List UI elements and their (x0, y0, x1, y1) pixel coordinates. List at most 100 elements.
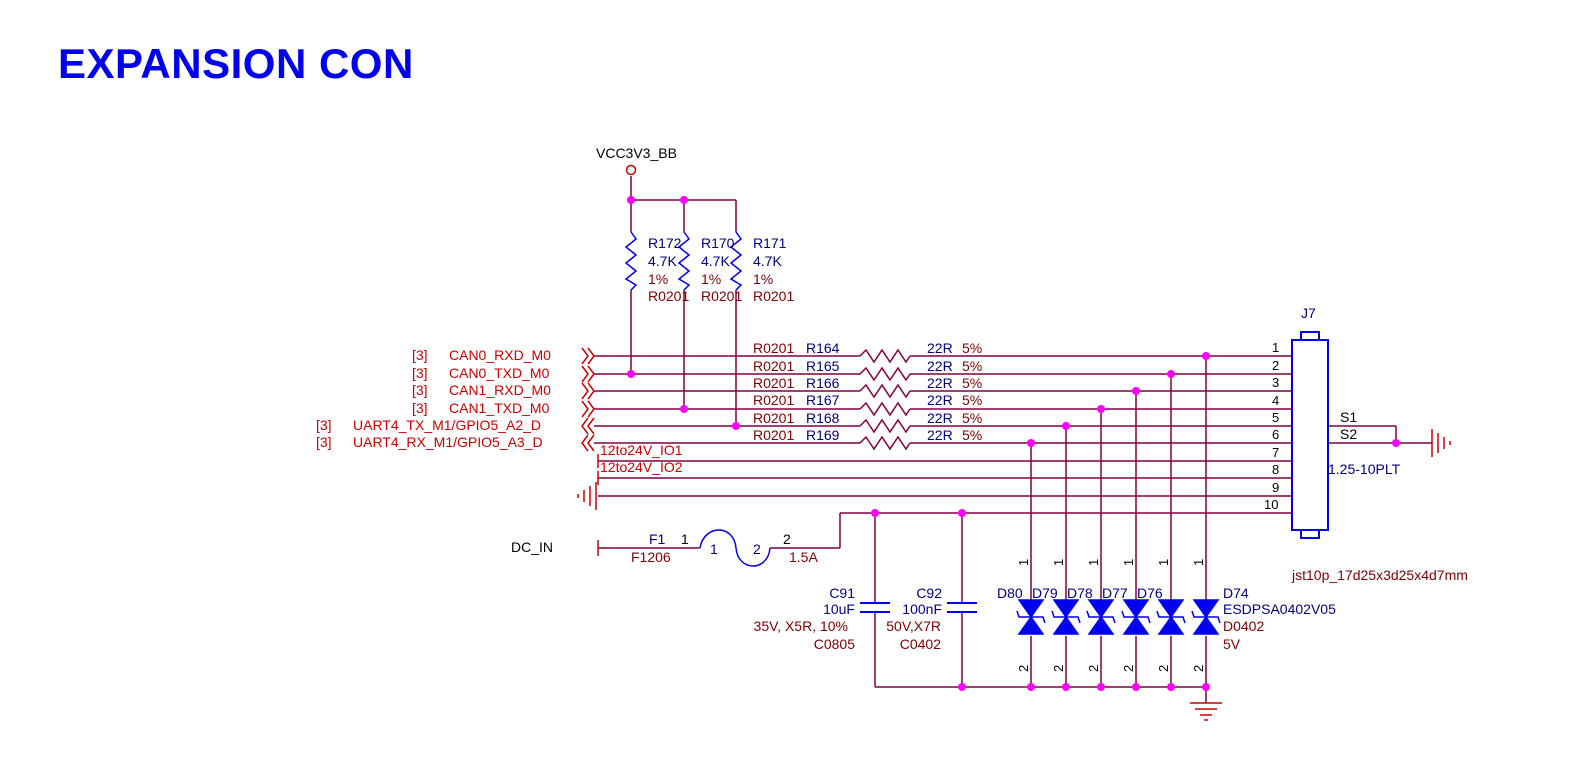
diode-ref: D80 (997, 585, 1023, 601)
pin-number: 8 (1272, 462, 1279, 477)
diode-pin: 1 (1051, 559, 1066, 566)
pin-number: 9 (1272, 480, 1279, 495)
pullup-value: 4.7K (648, 253, 677, 269)
res-ref: R167 (806, 392, 840, 408)
resistor-zigzag-icon (624, 231, 743, 291)
res-ref: R169 (806, 427, 840, 443)
power-port-circle-icon (625, 164, 637, 176)
vcc-label: VCC3V3_BB (596, 145, 677, 161)
pin-number: 4 (1272, 393, 1279, 408)
pin-number: 7 (1272, 445, 1279, 460)
ground-symbol-icon (577, 482, 597, 510)
cap-ref: C91 (829, 585, 855, 601)
res-tol: 5% (962, 358, 982, 374)
diode-ref: D78 (1067, 585, 1093, 601)
offpage-connector-icon (581, 347, 599, 485)
connector-j7-body (1291, 331, 1329, 539)
io-net-label: 12to24V_IO2 (600, 459, 683, 475)
pullup-ref: R172 (648, 235, 682, 251)
capacitor-icon (860, 602, 977, 613)
cap-spec: 50V,X7R (886, 618, 941, 634)
connector-ref: J7 (1301, 305, 1316, 321)
cap-value: 10uF (823, 601, 855, 617)
connector-part: 1.25-10PLT (1328, 461, 1401, 477)
net-sheet-ref: [3] (412, 382, 428, 398)
fuse-symbol-icon (699, 529, 771, 567)
net-sheet-ref: [3] (412, 347, 428, 363)
pullup-value: 4.7K (701, 253, 730, 269)
net-label: CAN0_TXD_M0 (449, 365, 550, 381)
diode-ref: D77 (1102, 585, 1128, 601)
fuse-coil-num: 1 (710, 541, 718, 557)
pin-number: 3 (1272, 375, 1279, 390)
res-tol: 5% (962, 375, 982, 391)
junction-dots (627, 196, 1400, 691)
fuse-pkg: F1206 (631, 549, 671, 565)
res-value: 22R (927, 358, 953, 374)
series-resistors (859, 348, 911, 451)
shield-label: S2 (1340, 426, 1357, 442)
net-sheet-ref: [3] (316, 417, 332, 433)
shield-label: S1 (1340, 409, 1357, 425)
diode-pin: 2 (1121, 665, 1136, 672)
diode-pkg: D0402 (1223, 618, 1264, 634)
diode-pin: 2 (1156, 665, 1171, 672)
ground-symbol-icon (1431, 429, 1451, 457)
pullup-ref: R171 (753, 235, 787, 251)
net-label: CAN1_RXD_M0 (449, 382, 551, 398)
net-label: UART4_RX_M1/GPIO5_A3_D (353, 434, 543, 450)
res-pkg: R0201 (753, 358, 794, 374)
diode-pin: 1 (1016, 559, 1031, 566)
diode-pin: 2 (1086, 665, 1101, 672)
cap-pkg: C0805 (814, 636, 855, 652)
connector-footprint: jst10p_17d25x3d25x4d7mm (1291, 567, 1468, 583)
net-sheet-ref: [3] (412, 365, 428, 381)
pullup-tol: 1% (753, 271, 773, 287)
fuse-pin: 1 (681, 531, 689, 547)
fuse-pin: 2 (783, 531, 791, 547)
net-sheet-ref: [3] (316, 434, 332, 450)
ground-symbol-icon (1190, 702, 1222, 721)
res-value: 22R (927, 375, 953, 391)
dc-in-label: DC_IN (511, 539, 553, 555)
diode-pin: 1 (1121, 559, 1136, 566)
diode-ref: D79 (1032, 585, 1058, 601)
pin-number: 1 (1272, 340, 1279, 355)
pin-number: 10 (1264, 497, 1278, 512)
fuse-ref: F1 (649, 531, 666, 547)
pin-number: 5 (1272, 410, 1279, 425)
pullup-tol: 1% (701, 271, 721, 287)
res-pkg: R0201 (753, 375, 794, 391)
pullup-pkg: R0201 (701, 288, 742, 304)
res-value: 22R (927, 340, 953, 356)
diode-voltage: 5V (1223, 636, 1241, 652)
res-pkg: R0201 (753, 410, 794, 426)
pin-number: 2 (1272, 358, 1279, 373)
pullup-pkg: R0201 (753, 288, 794, 304)
res-ref: R165 (806, 358, 840, 374)
diode-pin: 2 (1051, 665, 1066, 672)
res-tol: 5% (962, 340, 982, 356)
net-label: CAN1_TXD_M0 (449, 400, 550, 416)
cap-spec: 35V, X5R, 10% (754, 618, 848, 634)
res-value: 22R (927, 410, 953, 426)
pullup-value: 4.7K (753, 253, 782, 269)
res-pkg: R0201 (753, 427, 794, 443)
pullup-ref: R170 (701, 235, 735, 251)
diode-pin: 1 (1156, 559, 1171, 566)
diode-pin: 2 (1016, 665, 1031, 672)
fuse-rating: 1.5A (789, 549, 818, 565)
pullup-tol: 1% (648, 271, 668, 287)
net-label: UART4_TX_M1/GPIO5_A2_D (353, 417, 541, 433)
io-net-label: 12to24V_IO1 (600, 442, 683, 458)
res-value: 22R (927, 427, 953, 443)
cap-pkg: C0402 (900, 636, 941, 652)
diode-pin: 1 (1191, 559, 1206, 566)
diode-pin: 1 (1086, 559, 1101, 566)
tvs-diode-icon (1016, 599, 1221, 635)
res-ref: R168 (806, 410, 840, 426)
net-label: CAN0_RXD_M0 (449, 347, 551, 363)
diode-ref: D76 (1137, 585, 1163, 601)
res-ref: R164 (806, 340, 840, 356)
